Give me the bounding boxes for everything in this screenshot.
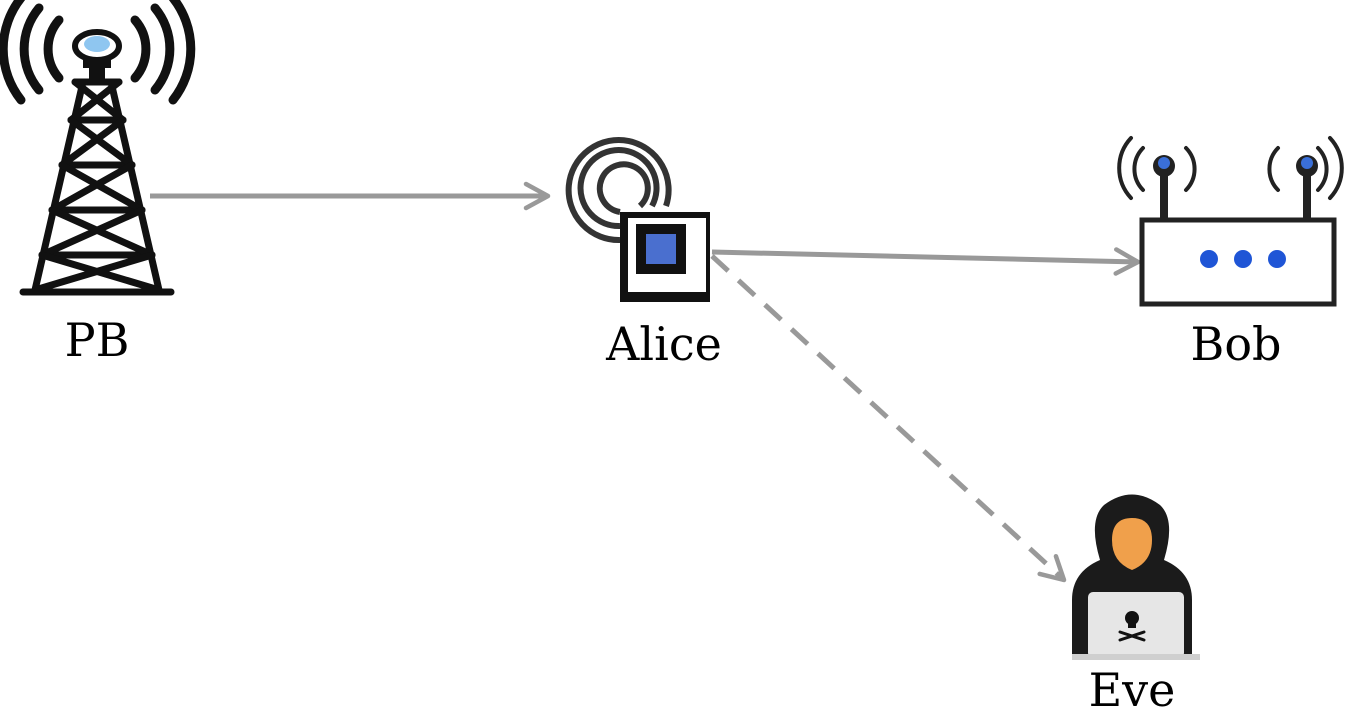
radio-tower-icon: PB xyxy=(0,0,196,367)
node-label-pb: PB xyxy=(65,313,130,367)
node-label-bob: Bob xyxy=(1191,317,1282,371)
skull-icon xyxy=(1118,611,1146,642)
node-label-alice: Alice xyxy=(605,317,722,371)
rfid-tag-icon: Alice xyxy=(565,137,722,371)
wifi-router-icon: Bob xyxy=(1117,136,1344,371)
edge-alice-bob xyxy=(711,247,1141,276)
edges xyxy=(150,181,1141,583)
hooded-hacker-icon: Eve xyxy=(1072,494,1200,711)
node-label-eve: Eve xyxy=(1089,663,1176,711)
edge-alice-eve-dashed xyxy=(710,254,1067,583)
